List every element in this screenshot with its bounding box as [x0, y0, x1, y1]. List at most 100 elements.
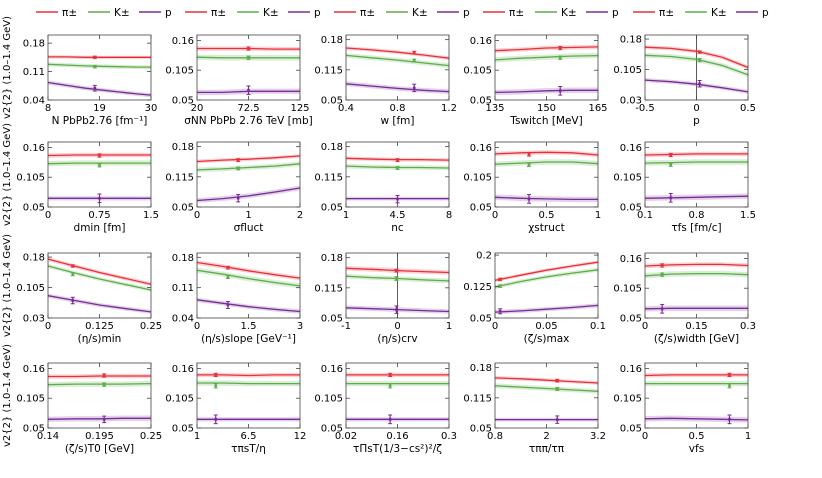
- x-tick-label: 165: [588, 103, 607, 114]
- x-tick-label: 6.5: [241, 431, 257, 442]
- data-point: [388, 418, 392, 421]
- data-point: [214, 418, 218, 421]
- x-tick-label: 0.3: [441, 431, 457, 442]
- legend-label: π±: [62, 7, 77, 19]
- legend-label: K±: [561, 7, 577, 19]
- x-tick-label: 1: [595, 210, 601, 221]
- legend-label: p: [762, 7, 769, 19]
- series-line: [495, 196, 598, 201]
- x-tick-label: 3.2: [590, 431, 606, 442]
- y-axis-label: v2{2} (1.0–1.4 GeV): [2, 16, 13, 119]
- series-line: [48, 81, 151, 96]
- data-point: [98, 154, 101, 157]
- x-tick-label: 19: [93, 103, 106, 114]
- y-tick-label: 0.105: [165, 394, 194, 405]
- series-line: [48, 375, 151, 378]
- data-point: [71, 299, 75, 302]
- series-line: [48, 295, 151, 313]
- x-tick-label: 0.5: [740, 103, 756, 114]
- x-tick-label: 0.16: [386, 431, 408, 442]
- x-axis-label: (ζ/s)width [GeV]: [654, 333, 739, 345]
- data-point: [728, 418, 731, 421]
- y-tick-label: 0.18: [470, 363, 492, 374]
- x-tick-label: 0.3: [740, 321, 756, 332]
- data-point: [396, 158, 399, 162]
- series-line: [645, 161, 748, 164]
- data-point: [555, 387, 559, 391]
- y-tick-label: 0.16: [620, 254, 642, 265]
- series-line: [495, 269, 598, 288]
- data-point: [698, 82, 701, 86]
- x-tick-label: 0.75: [88, 210, 110, 221]
- x-tick-label: 150: [537, 103, 556, 114]
- series-line: [645, 417, 748, 421]
- data-point: [236, 196, 240, 200]
- series-line: [645, 374, 748, 377]
- data-point: [728, 384, 731, 388]
- x-tick-label: 0.8: [390, 103, 406, 114]
- y-tick-label: 0.16: [470, 36, 492, 47]
- data-point: [71, 264, 75, 268]
- x-tick-label: 20: [191, 103, 204, 114]
- data-point: [728, 373, 731, 377]
- y-tick-label: 0.115: [165, 172, 194, 183]
- x-tick-label: 0: [642, 431, 648, 442]
- data-point: [247, 88, 250, 92]
- x-tick-label: 125: [290, 103, 309, 114]
- series-line: [645, 153, 748, 156]
- x-axis-label: (η/s)crv: [377, 333, 417, 345]
- y-tick-label: 0.11: [23, 67, 45, 78]
- series-line: [645, 307, 748, 310]
- y-tick-label: 0.18: [172, 253, 194, 264]
- x-tick-label: 2: [297, 210, 303, 221]
- legend-label: K±: [114, 7, 130, 19]
- x-tick-label: 0: [642, 321, 648, 332]
- data-point: [498, 284, 502, 288]
- x-axis-label: τfs [fm/c]: [671, 222, 721, 234]
- data-point: [388, 384, 392, 388]
- legend-label: p: [612, 7, 619, 19]
- x-tick-label: 0.195: [85, 431, 114, 442]
- uncertainty-band: [645, 270, 748, 279]
- y-tick-label: 0.18: [172, 142, 194, 153]
- data-point: [527, 153, 531, 156]
- y-tick-label: 0.18: [321, 35, 343, 46]
- x-tick-label: 1.5: [740, 210, 756, 221]
- y-tick-label: 0.105: [16, 283, 45, 294]
- y-tick-label: 0.16: [470, 143, 492, 154]
- y-tick-label: 0.05: [172, 203, 194, 214]
- uncertainty-band: [48, 80, 151, 98]
- data-point: [412, 86, 416, 90]
- data-point: [669, 196, 673, 200]
- data-point: [93, 56, 97, 59]
- y-tick-label: 0.16: [172, 36, 194, 47]
- x-tick-label: 72.5: [237, 103, 259, 114]
- y-tick-label: 0.2: [476, 251, 492, 262]
- series-line: [645, 54, 748, 76]
- y-tick-label: 0.16: [23, 364, 45, 375]
- legend-label: π±: [360, 7, 375, 19]
- y-tick-label: 0.115: [463, 393, 492, 404]
- data-point: [412, 59, 416, 62]
- row-labels: v2{2} (1.0–1.4 GeV)v2{2} (1.0–1.4 GeV)v2…: [2, 16, 13, 447]
- x-tick-label: 0.5: [539, 210, 555, 221]
- series-line: [495, 54, 598, 61]
- series-line: [495, 89, 598, 94]
- x-tick-label: 1: [343, 210, 349, 221]
- y-tick-label: 0.105: [16, 173, 45, 184]
- data-point: [527, 197, 531, 201]
- series-line: [197, 187, 300, 202]
- y-tick-label: 0.18: [620, 35, 642, 46]
- legend-label: p: [314, 7, 321, 19]
